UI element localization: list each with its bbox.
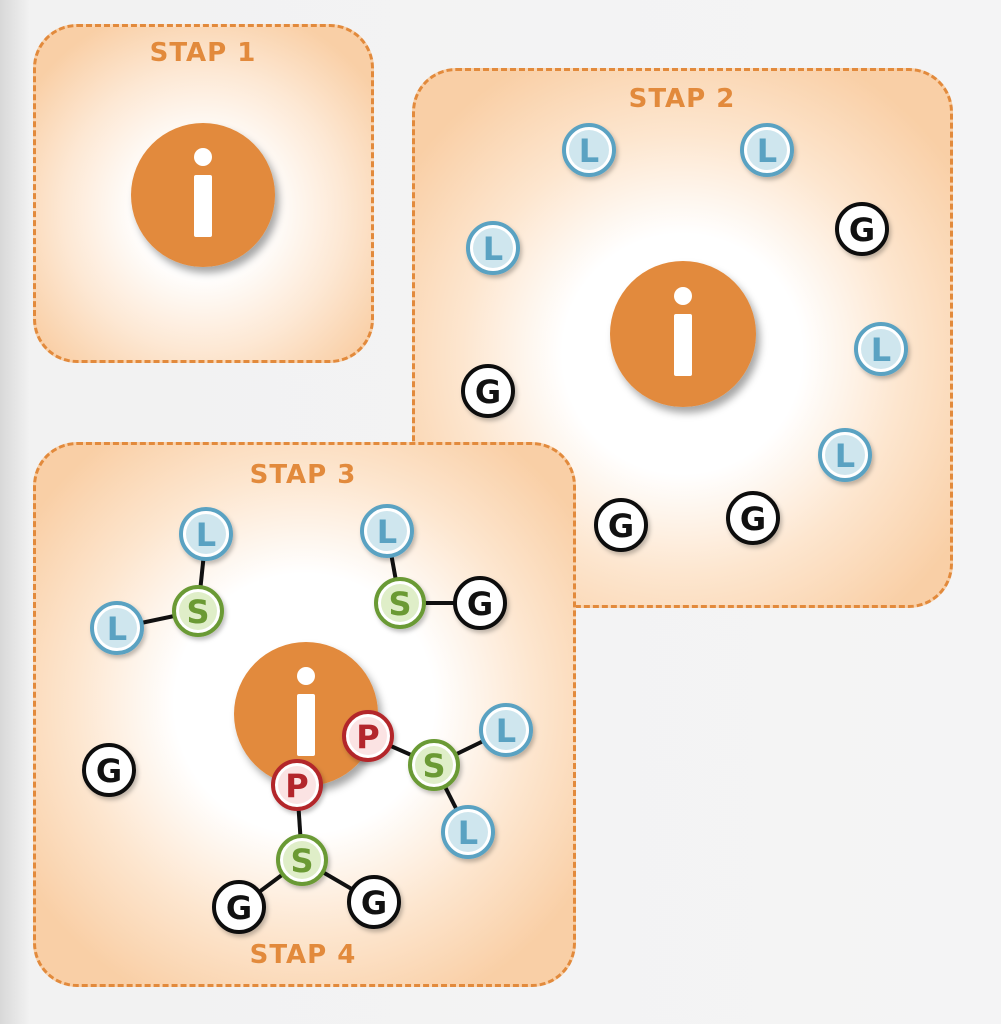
g-node: G — [212, 880, 266, 934]
g-node: G — [461, 364, 515, 418]
p-node-letter: P — [285, 767, 308, 805]
g-node: G — [594, 498, 648, 552]
s-node: S — [408, 739, 460, 791]
l-node: L — [854, 322, 908, 376]
g-node-letter: G — [361, 884, 387, 922]
info-icon — [610, 261, 756, 407]
g-node-letter: G — [608, 507, 634, 545]
l-node: L — [179, 507, 233, 561]
stap-4-label: STAP 4 — [249, 940, 357, 970]
l-node: L — [90, 601, 144, 655]
l-node-letter: L — [483, 230, 503, 268]
g-node-letter: G — [849, 211, 875, 249]
l-node-letter: L — [458, 814, 478, 852]
s-node-letter: S — [186, 593, 209, 631]
l-node-letter: L — [196, 516, 216, 554]
g-node: G — [82, 743, 136, 797]
l-node-letter: L — [835, 437, 855, 475]
l-node-letter: L — [579, 132, 599, 170]
l-node: L — [360, 504, 414, 558]
stap-2-label: STAP 2 — [628, 84, 736, 114]
l-node: L — [740, 123, 794, 177]
l-node-letter: L — [496, 712, 516, 750]
g-node: G — [453, 576, 507, 630]
p-node-letter: P — [356, 718, 379, 756]
g-node-letter: G — [740, 500, 766, 538]
s-node: S — [276, 834, 328, 886]
l-node-letter: L — [757, 132, 777, 170]
g-node-letter: G — [226, 889, 252, 927]
info-icon — [234, 642, 378, 786]
p-node: P — [342, 710, 394, 762]
l-node: L — [818, 428, 872, 482]
l-node: L — [562, 123, 616, 177]
l-node: L — [441, 805, 495, 859]
s-node-letter: S — [388, 585, 411, 623]
info-icon — [131, 123, 275, 267]
g-node-letter: G — [467, 585, 493, 623]
p-node: P — [271, 759, 323, 811]
g-node: G — [347, 875, 401, 929]
s-node-letter: S — [422, 747, 445, 785]
s-node: S — [374, 577, 426, 629]
l-node-letter: L — [871, 331, 891, 369]
l-node: L — [466, 221, 520, 275]
g-node: G — [726, 491, 780, 545]
stap-1-label: STAP 1 — [149, 38, 257, 68]
l-node-letter: L — [107, 610, 127, 648]
g-node-letter: G — [475, 373, 501, 411]
g-node: G — [835, 202, 889, 256]
l-node-letter: L — [377, 513, 397, 551]
l-node: L — [479, 703, 533, 757]
s-node: S — [172, 585, 224, 637]
stap-3-label: STAP 3 — [249, 460, 357, 490]
s-node-letter: S — [290, 842, 313, 880]
g-node-letter: G — [96, 752, 122, 790]
